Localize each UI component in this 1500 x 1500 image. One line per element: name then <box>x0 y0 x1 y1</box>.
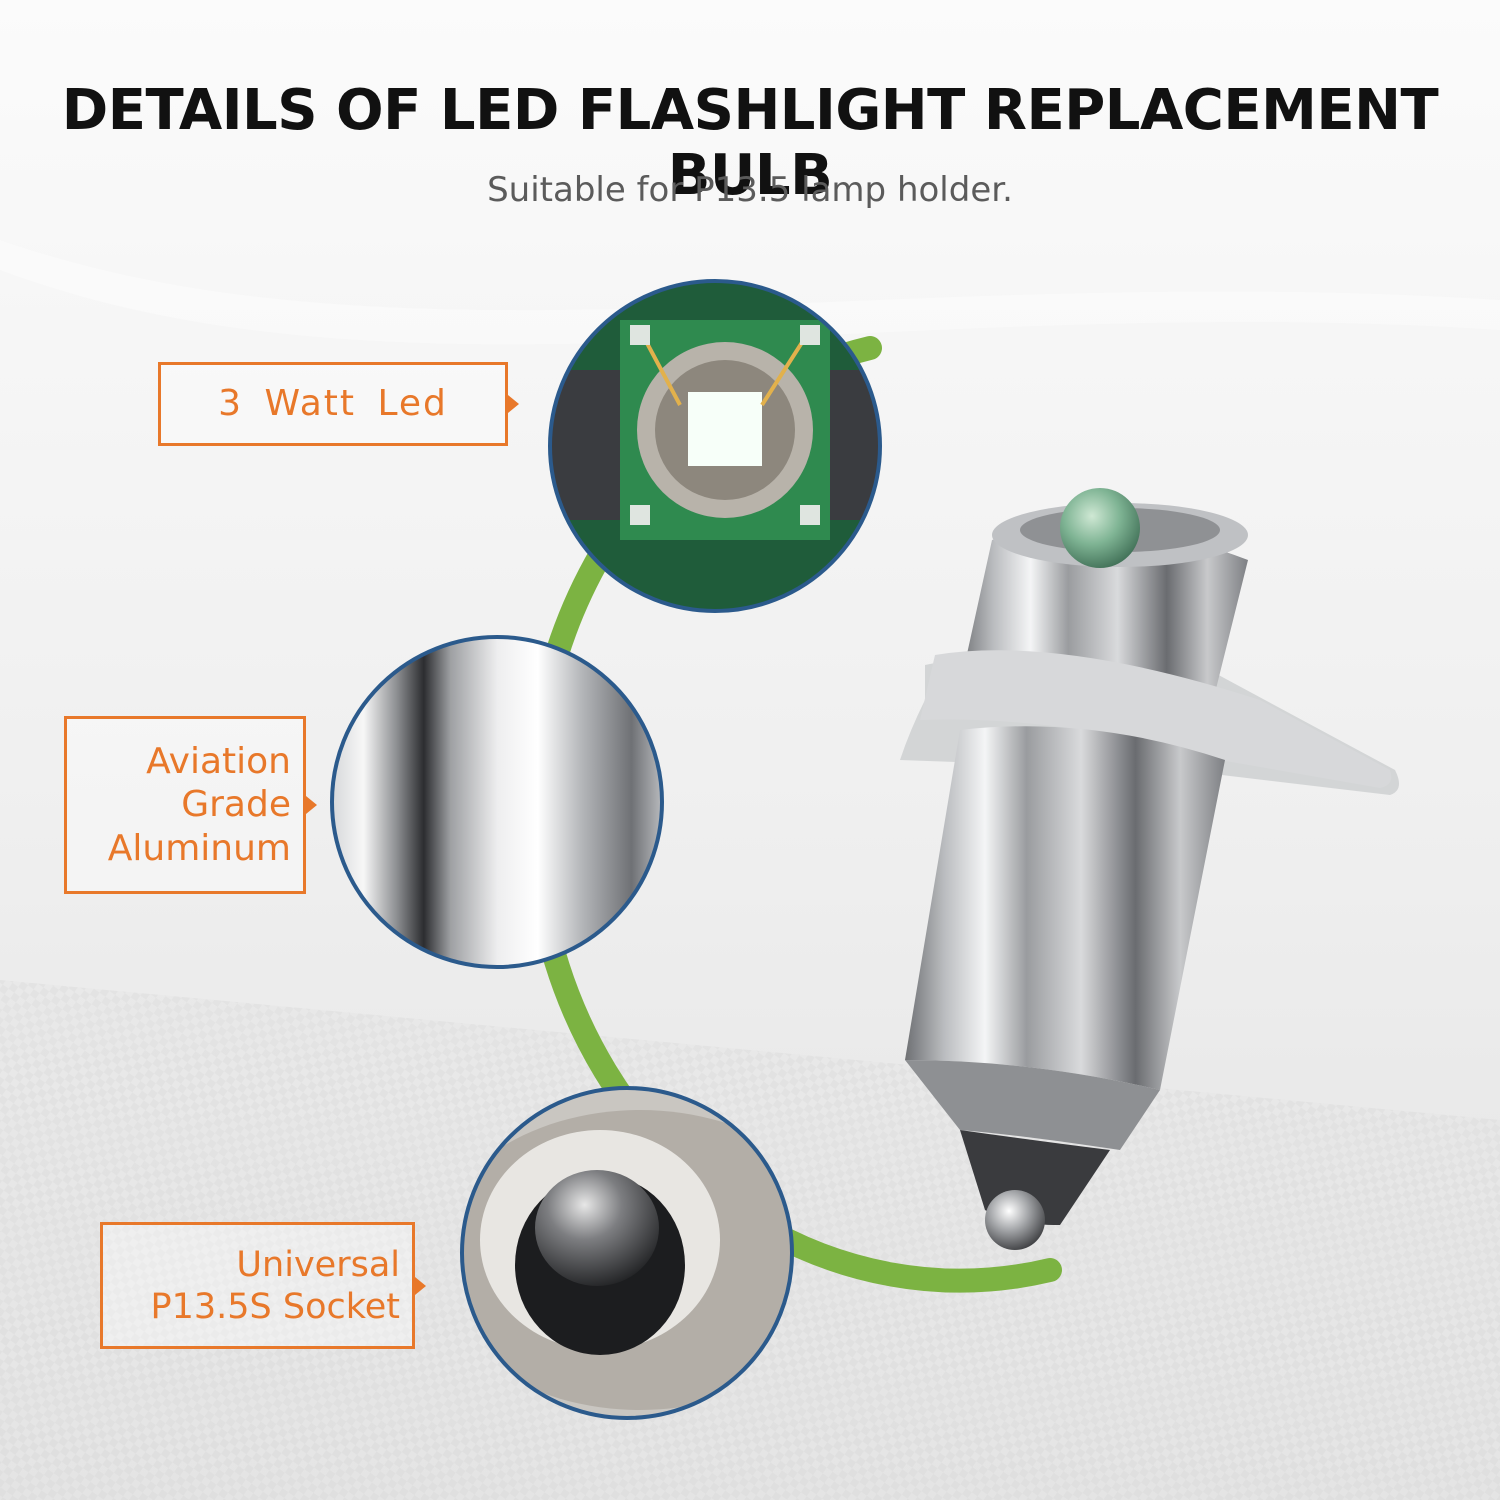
callout-socket-line-2: P13.5S Socket <box>150 1286 400 1327</box>
callout-arrow-icon <box>306 796 317 814</box>
callout-3-watt-led: 3 Watt Led <box>158 362 519 446</box>
callout-arrow-icon <box>415 1276 426 1295</box>
callout-aluminum-line-2: Grade <box>181 784 291 826</box>
page-title: DETAILS OF LED FLASHLIGHT REPLACEMENT BU… <box>61 78 1439 208</box>
detail-circle-aluminum <box>332 637 662 967</box>
page-subtitle: Suitable for P13.5 lamp holder. <box>487 170 1013 210</box>
callout-aviation-grade-aluminum: Aviation Grade Aluminum <box>64 716 317 894</box>
callout-socket-line-1: Universal <box>236 1244 400 1285</box>
callout-aluminum-line-3: Aluminum <box>107 827 291 869</box>
callout-aluminum-line-1: Aviation <box>146 741 291 783</box>
callout-led-label: 3 Watt Led <box>218 383 448 425</box>
callout-arrow-icon <box>508 395 519 413</box>
bulb-product-image <box>900 488 1399 1250</box>
callout-universal-socket: Universal P13.5S Socket <box>100 1222 426 1349</box>
detail-circle-socket <box>462 1088 792 1418</box>
